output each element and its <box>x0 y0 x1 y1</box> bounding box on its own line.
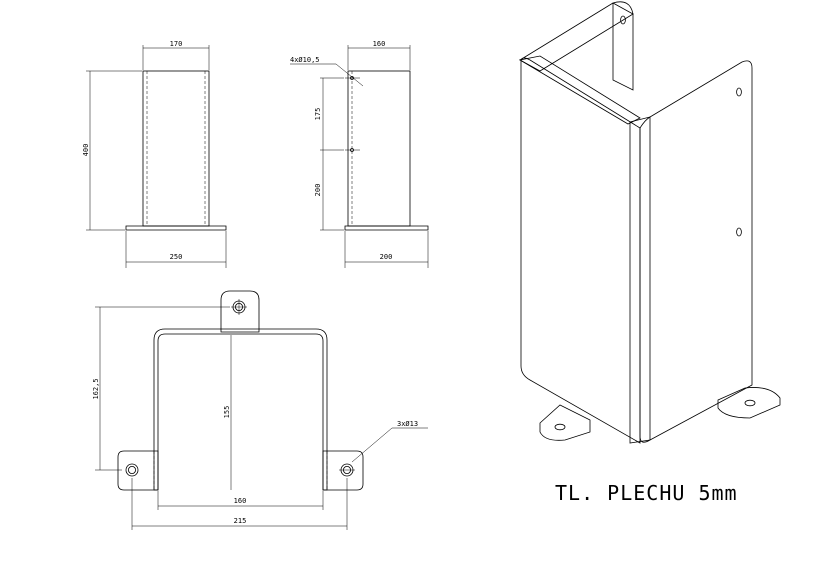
front-width-dimension: 170 <box>170 40 183 48</box>
front-base-dimension: 250 <box>170 253 183 261</box>
side-view-body <box>347 70 411 227</box>
side-base-dimension: 200 <box>380 253 393 261</box>
front-view-body <box>142 70 210 227</box>
front-height-dimension: 400 <box>82 144 90 157</box>
sheet-thickness-note: TL. PLECHU 5mm <box>555 481 738 505</box>
top-hole-callout: 3xØ13 <box>397 420 418 428</box>
top-view-profile <box>153 328 328 491</box>
iso-right-wing <box>639 60 753 443</box>
top-depth-dimension: 162,5 <box>92 378 100 399</box>
side-lower-dimension: 200 <box>314 184 322 197</box>
side-view: 4xØ10,5 160 175 200 200 <box>290 40 429 268</box>
front-view: 170 400 250 <box>82 40 227 268</box>
iso-left-wing <box>520 57 641 444</box>
side-width-dimension: 160 <box>373 40 386 48</box>
side-hole-callout: 4xØ10,5 <box>290 56 320 64</box>
isometric-view <box>518 1 781 444</box>
top-inner-dimension: 155 <box>223 406 231 419</box>
top-view: 3xØ13 162,5 155 160 215 <box>92 290 428 530</box>
top-total-dimension: 215 <box>234 517 247 525</box>
side-hole-spacing-dimension: 175 <box>314 108 322 121</box>
top-span-dimension: 160 <box>234 497 247 505</box>
